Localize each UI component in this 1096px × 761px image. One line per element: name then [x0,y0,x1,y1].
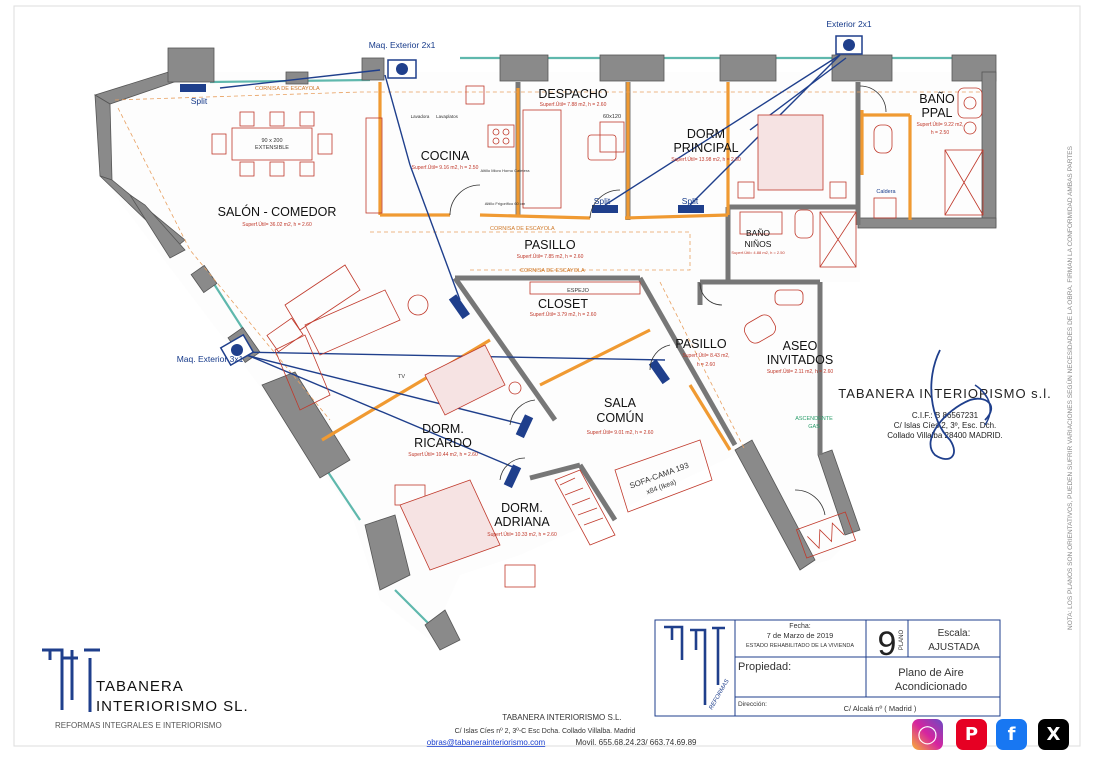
exterior-2x1-label: Exterior 2x1 [826,19,872,29]
instagram-icon[interactable]: ◯ [912,719,943,750]
plano-label: PLANO [899,629,905,650]
room-cocina-name: COCINA [421,149,470,163]
room-labels: SALÓN - COMEDOR Superf.Útil= 36.02 m2, h… [218,87,964,538]
room-sala-comun-name1: SALA [604,396,637,410]
title-block-text: Fecha: 7 de Marzo de 2019 ESTADO REHABIL… [709,623,981,713]
stamp-company: TABANERA INTERIORISMO s.l. [838,386,1052,401]
room-pasillo-meta: Superf.Útil= 7.85 m2, h = 2.60 [517,253,584,260]
pinterest-icon[interactable]: P [956,719,987,750]
ac-units [180,35,863,489]
room-dorm-adriana-meta: Superf.Útil= 10.33 m2, h = 2.60 [487,531,557,538]
room-pasillo2-meta2: h = 2.60 [697,362,715,368]
room-closet-meta: Superf.Útil= 3.79 m2, h = 2.60 [530,311,597,318]
table-size-label: 90 x 200 [261,138,282,144]
floor-area [100,72,980,640]
company-stamp: TABANERA INTERIORISMO s.l. C.I.F.: B 865… [838,349,1052,460]
room-cocina-meta: Superf.Útil= 9.16 m2, h = 2.50 [412,164,479,171]
logo-line1: TABANERA [96,678,184,695]
footer-company: TABANERA INTERIORISMO S.L. [502,713,621,722]
desk-label: 60x120 [603,114,621,120]
room-sala-comun-name2: COMÚN [596,410,643,425]
propiedad-label: Propiedad: [738,661,791,673]
company-logo: TABANERA INTERIORISMO SL. REFORMAS INTEG… [42,648,249,730]
facebook-icon[interactable]: f [996,719,1027,750]
signature-mark [974,384,991,426]
footer-address: C/ Islas Cíes nº 2, 3º-C Esc Dcha. Colla… [455,728,636,735]
stamp-address1: C/ Islas Cíes 2, 3º, Esc. Dch. [894,421,997,430]
room-pasillo2-meta1: Superf.Útil= 8.43 m2, [682,352,729,359]
escala-value: AJUSTADA [928,642,980,653]
espejo-label: ESPEJO [567,288,589,294]
room-despacho-meta: Superf.Útil= 7.88 m2, h = 2.60 [540,101,607,108]
altillo-micro-label: Altillo Micro Horno Cafetera [481,168,531,173]
room-dorm-ricardo-name1: DORM. [422,422,464,436]
caldera-label: Caldera [876,189,896,195]
room-bano-ppal-name1: BAÑO [919,92,955,106]
lavadora-label: Lavadora [411,114,430,119]
room-dorm-principal-meta: Superf.Útil= 13.98 m2, h = 2.60 [671,156,741,163]
room-closet-name: CLOSET [538,297,588,311]
tv-label: TV [398,374,405,380]
gas-label: GAS [808,424,820,430]
room-salon-name: SALÓN - COMEDOR [218,204,337,219]
room-aseo-name2: INVITADOS [767,353,833,367]
title-logo-word: REFORMAS [709,679,731,711]
plano-number: 9 [878,625,897,663]
cornisa-label: CORNISA DE ESCAYOLA [520,268,585,274]
cornisa-label: CORNISA DE ESCAYOLA [490,226,555,232]
room-bano-ninos-meta: Superf.Útil= 4.88 m2, h = 2.50 [731,250,785,255]
footer-email: obras@tabanerainteriorismo.com [427,738,546,747]
room-salon-meta: Superf.Útil= 36.02 m2, h = 2.60 [242,221,312,228]
maq-exterior-2x1-label: Maq. Exterior 2x1 [369,40,436,50]
doors [449,85,887,516]
room-bano-ninos-name2: NIÑOS [745,239,772,249]
logo-line2: INTERIORISMO SL. [96,698,249,715]
maq-exterior-3x1-label: Maq. Exterior 3x1 [177,354,244,364]
exterior-walls [94,47,997,651]
room-dorm-adriana-name2: ADRIANA [494,515,550,529]
room-dorm-principal-name2: PRINCIPAL [673,141,738,155]
room-pasillo2-name: PASILLO [675,337,726,351]
room-despacho-name: DESPACHO [538,87,608,101]
split-label: Split [191,96,208,106]
cornisa-label: CORNISA DE ESCAYOLA [255,86,320,92]
cornisa-lines [114,91,980,451]
escala-label: Escala: [938,628,971,639]
split-label: Split [682,196,699,206]
fecha-label: Fecha: [789,623,810,630]
lavaplatos-label: Lavaplatos [436,114,459,119]
room-dorm-adriana-name1: DORM. [501,501,543,515]
direccion-label: Dirección: [738,701,767,708]
side-note: NOTA: LOS PLANOS SON ORIENTATIVOS, PUEDE… [1065,145,1074,630]
furniture [211,85,984,588]
room-bano-ninos-name1: BAÑO [746,228,770,238]
room-bano-ppal-name2: PPAL [921,106,952,120]
estado-value: ESTADO REHABILITADO DE LA VIVIENDA [746,643,854,649]
room-bano-ppal-meta1: Superf.Útil= 9.22 m2, [916,121,963,128]
room-sala-comun-meta: Superf.Útil= 9.01 m2, h = 2.60 [587,429,654,436]
titulo-line1: Plano de Aire [898,667,963,679]
table-extensible-label: EXTENSIBLE [255,145,289,151]
footer-phones: Movil. 655.68.24.23/ 663.74.69.89 [576,738,698,747]
ascendente-label: ASCENDENTE [795,416,833,422]
fecha-value: 7 de Marzo de 2019 [767,631,834,640]
room-aseo-name1: ASEO [783,339,818,353]
direccion-value: C/ Alcalá nº ( Madrid ) [844,704,917,713]
signature-mark [929,349,992,460]
room-dorm-ricardo-name2: RICARDO [414,436,472,450]
titulo-line2: Acondicionado [895,681,967,693]
room-bano-ppal-meta2: h = 2.50 [931,130,949,136]
room-dorm-ricardo-meta: Superf.Útil= 10.44 m2, h = 2.60 [408,451,478,458]
room-dorm-principal-name1: DORM [687,127,725,141]
room-pasillo-name: PASILLO [524,238,575,252]
logo-tagline: REFORMAS INTEGRALES E INTERIORISMO [55,721,222,730]
altillo-frigo-label: Altillo Frigorífico 60 cm [485,201,526,206]
split-label: Split [594,196,611,206]
title-block [654,619,1001,717]
room-aseo-meta: Superf.Útil= 2.11 m2, h = 2.60 [767,368,834,375]
x-icon[interactable]: X [1038,719,1069,750]
footer: TABANERA INTERIORISMO S.L. C/ Islas Cíes… [427,713,697,747]
